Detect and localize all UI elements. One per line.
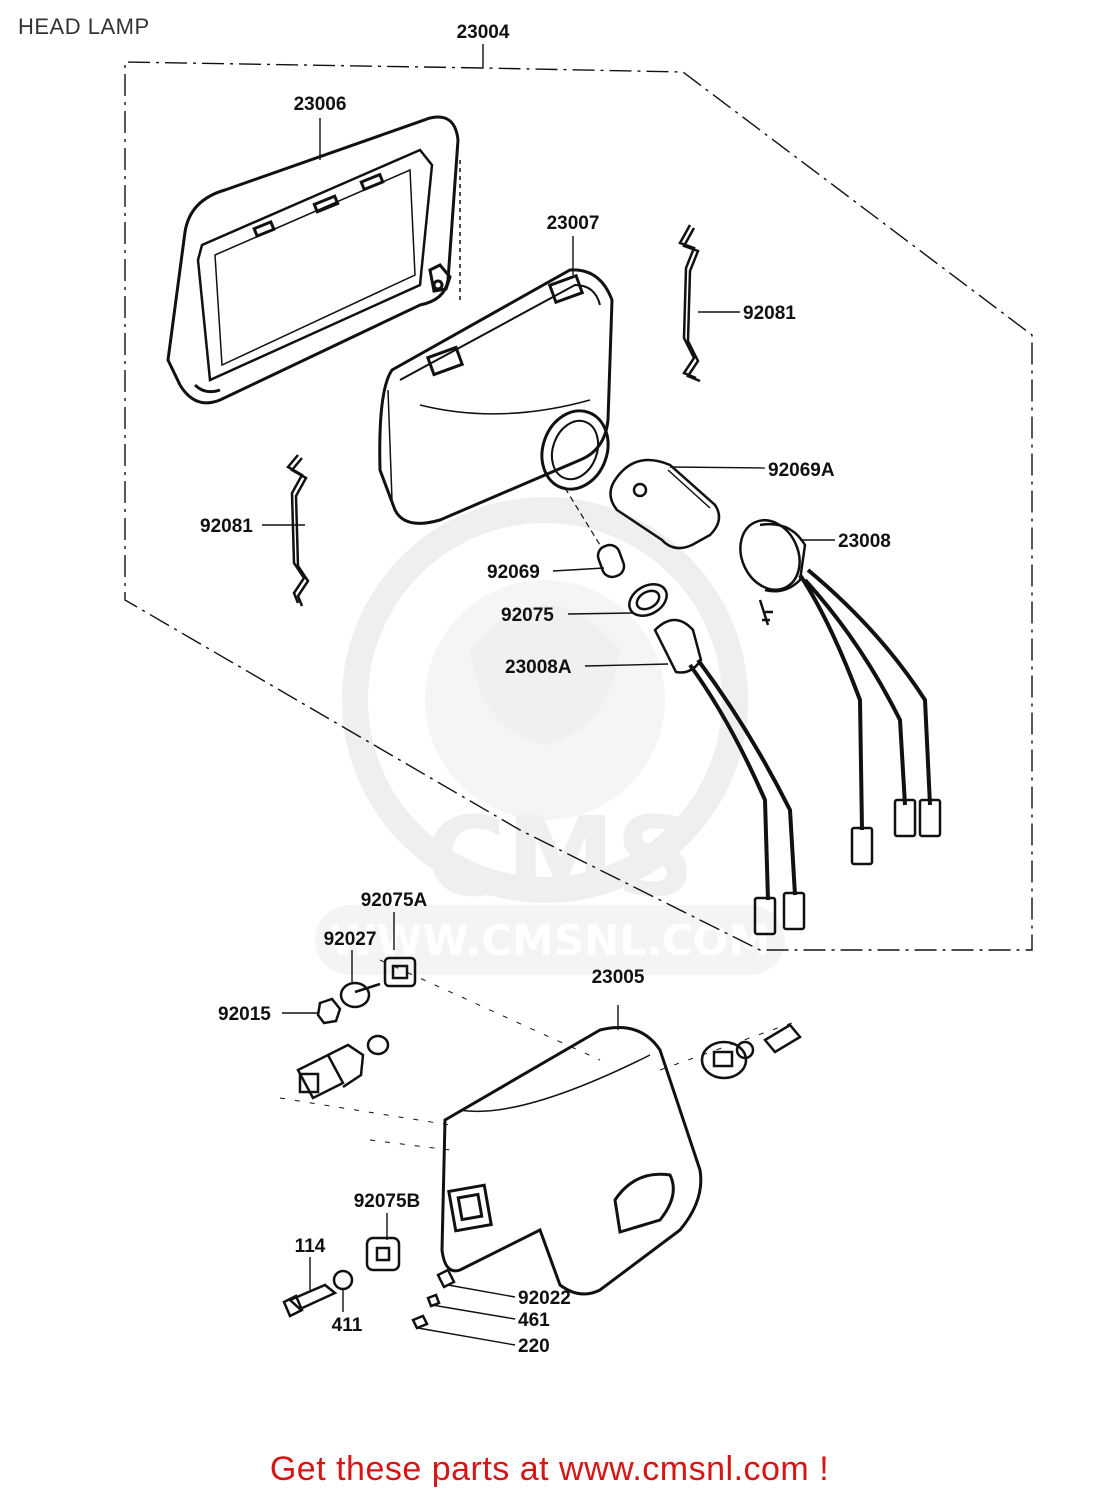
- part-label-92015: 92015: [218, 1004, 271, 1025]
- socket-23008: [739, 519, 942, 866]
- footer-promo-link[interactable]: Get these parts at www.cmsnl.com !: [269, 1450, 830, 1488]
- part-label-92069: 92069: [487, 562, 540, 583]
- part-label-92081-left: 92081: [200, 516, 253, 537]
- headlamp-rim-23006: [166, 115, 461, 405]
- part-label-23006: 23006: [294, 94, 347, 115]
- spring-92081-top: [678, 224, 701, 383]
- part-label-92075A: 92075A: [361, 890, 428, 911]
- part-label-461: 461: [518, 1310, 550, 1331]
- part-label-23005: 23005: [592, 967, 645, 988]
- part-label-92075B: 92075B: [354, 1191, 421, 1212]
- part-labels: 23004 23006 23007 92081 92081 92069A 230…: [200, 22, 891, 1357]
- part-label-23008: 23008: [838, 531, 891, 552]
- part-label-92022: 92022: [518, 1288, 571, 1309]
- part-label-220: 220: [518, 1336, 550, 1357]
- grommet-92075: [628, 583, 668, 617]
- part-label-92069A: 92069A: [768, 460, 835, 481]
- watermark-logo-text: CMS: [425, 793, 694, 921]
- part-label-92075: 92075: [501, 605, 554, 626]
- hardware-left: [282, 956, 802, 1330]
- spring-92081-left: [286, 454, 310, 607]
- assembly-outline: [124, 61, 1033, 951]
- housing-23005: [279, 959, 801, 1296]
- part-label-114: 114: [295, 1236, 326, 1257]
- bulb-92069: [596, 543, 626, 579]
- cms-watermark-logo: CMS WWW.CMSNL.COM: [315, 497, 785, 975]
- part-label-92081-top: 92081: [743, 303, 796, 324]
- part-label-23004: 23004: [457, 22, 510, 43]
- headlamp-unit-23007: [378, 268, 614, 525]
- part-label-92027: 92027: [324, 929, 377, 950]
- page-title: HEAD LAMP: [18, 14, 150, 39]
- leader-lines: [262, 118, 835, 1346]
- part-label-411: 411: [332, 1315, 363, 1336]
- bulb-92069A: [609, 458, 721, 550]
- socket-23008A: [653, 618, 806, 936]
- part-label-23008A: 23008A: [505, 657, 572, 678]
- part-label-23007: 23007: [547, 213, 600, 234]
